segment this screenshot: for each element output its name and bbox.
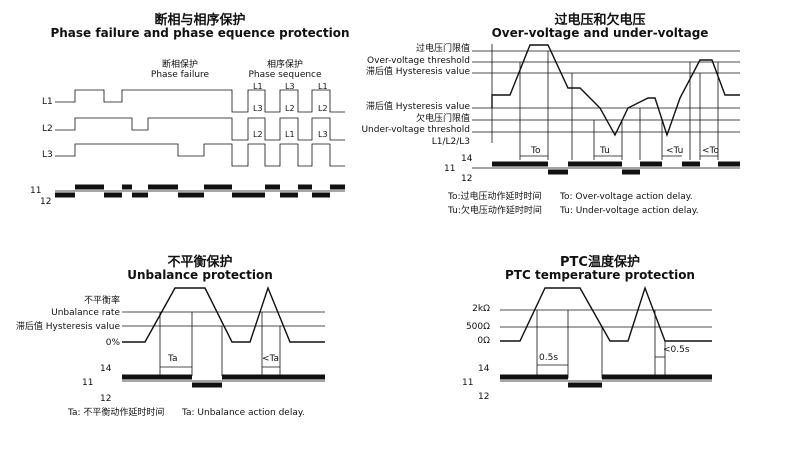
voltage-timing-diagram [472, 44, 740, 175]
unbalance-hysteresis: 滞后值 Hysteresis value [15, 322, 120, 332]
unbalance-relay-11: 11 [82, 378, 94, 388]
phase-slot2-mid: L2 [285, 104, 295, 113]
delay-label-ltu: <Tu [666, 146, 684, 156]
phase-slot3-bot: L3 [318, 130, 328, 139]
phase-slot3-top: L1 [318, 82, 328, 91]
legend-to-zh: To:过电压动作延时时间 [448, 192, 542, 202]
unbalance-rate-zh: 不平衡率 [83, 296, 120, 306]
unbalance-delay-lta: <Ta [262, 354, 280, 364]
unbalance-legend-en: Ta: Unbalance action delay. [182, 408, 305, 418]
phase-slot1-top: L1 [253, 82, 263, 91]
legend-tu-en: Tu: Under-voltage action delay. [560, 206, 699, 216]
voltage-waveform [491, 44, 740, 138]
phase-sequence-label-zh: 相序保护 [266, 60, 303, 70]
phase-slot1-mid: L3 [253, 104, 263, 113]
ptc-protection-panel: PTC温度保护 PTC temperature protection 2kΩ 5… [400, 240, 800, 461]
unbalance-title-zh: 不平衡保护 [167, 255, 233, 270]
legend-tu-zh: Tu:欠电压动作延时时间 [448, 206, 542, 216]
ov-hysteresis: 滞后值 Hysteresis value [365, 67, 470, 77]
ptc-label-0: 0Ω [477, 336, 490, 346]
ptc-delay-lt05: <0.5s [663, 345, 690, 355]
ov-threshold-zh: 过电压门限值 [415, 44, 470, 54]
phase-failure-label-en: Phase failure [150, 70, 210, 80]
delay-label-tu: Tu [600, 146, 610, 156]
voltage-relay-14: 14 [461, 154, 473, 164]
unbalance-relay-14: 14 [100, 364, 112, 374]
unbalance-delay-ta: Ta [168, 354, 178, 364]
unbalance-legend-zh: Ta: 不平衡动作延时时间 [68, 408, 165, 418]
uv-threshold-en: Under-voltage threshold [361, 125, 470, 135]
ptc-waveform [500, 285, 712, 342]
ptc-timing-diagram [500, 285, 712, 388]
unbalance-title-en: Unbalance protection [127, 268, 273, 282]
phase-slot2-top: L3 [285, 82, 295, 91]
voltage-phases-label: L1/L2/L3 [431, 137, 470, 147]
voltage-title-en: Over-voltage and under-voltage [491, 26, 709, 40]
ptc-relay-14: 14 [478, 364, 490, 374]
unbalance-rate-en: Unbalance rate [51, 308, 120, 318]
ptc-label-500: 500Ω [465, 322, 490, 332]
ptc-delay-05: 0.5s [539, 353, 559, 363]
phase-slot2-bot: L1 [285, 130, 295, 139]
ov-threshold-en: Over-voltage threshold [367, 56, 470, 66]
phase-sequence-label-en: Phase sequence [248, 70, 322, 80]
ptc-relay-11: 11 [462, 378, 474, 388]
phase-protection-panel: 断相与相序保护 Phase failure and phase equence … [0, 0, 400, 230]
legend-to-en: To: Over-voltage action delay. [560, 192, 693, 202]
phase-line-label-l3: L3 [42, 150, 53, 160]
phase-l1-waveform [55, 89, 345, 113]
voltage-relay-11: 11 [444, 164, 456, 174]
voltage-title-zh: 过电压和欠电压 [554, 13, 646, 28]
ptc-title-zh: PTC温度保护 [560, 255, 640, 270]
unbalance-zero: 0% [105, 338, 120, 348]
phase-slot1-bot: L2 [253, 130, 263, 139]
phase-line-label-l1: L1 [42, 97, 53, 107]
ptc-title-en: PTC temperature protection [505, 268, 695, 282]
ptc-relay-12: 12 [478, 392, 490, 402]
voltage-relay-12: 12 [461, 174, 473, 184]
unbalance-waveform [122, 285, 325, 343]
delay-label-to: To [531, 146, 541, 156]
phase-title-zh: 断相与相序保护 [154, 13, 246, 28]
phase-relay-label-11: 11 [30, 186, 42, 196]
unbalance-protection-panel: 不平衡保护 Unbalance protection 不平衡率 Unbalanc… [0, 240, 400, 461]
uv-threshold-zh: 欠电压门限值 [415, 114, 470, 124]
phase-title-en: Phase failure and phase equence protecti… [50, 26, 350, 40]
ptc-label-2k: 2kΩ [472, 304, 490, 314]
unbalance-timing-diagram [122, 285, 325, 388]
phase-timing-diagram [55, 89, 345, 198]
phase-l3-waveform [55, 143, 345, 167]
voltage-protection-panel: 过电压和欠电压 Over-voltage and under-voltage 过… [361, 0, 800, 230]
unbalance-relay-12: 12 [100, 394, 112, 404]
phase-relay-label-12: 12 [40, 197, 52, 207]
phase-line-label-l2: L2 [42, 124, 53, 134]
delay-label-lto: <To [702, 146, 720, 156]
uv-hysteresis: 滞后值 Hysteresis value [365, 102, 470, 112]
phase-l2-waveform [55, 117, 345, 141]
phase-slot3-mid: L2 [318, 104, 328, 113]
phase-failure-label-zh: 断相保护 [161, 60, 198, 70]
